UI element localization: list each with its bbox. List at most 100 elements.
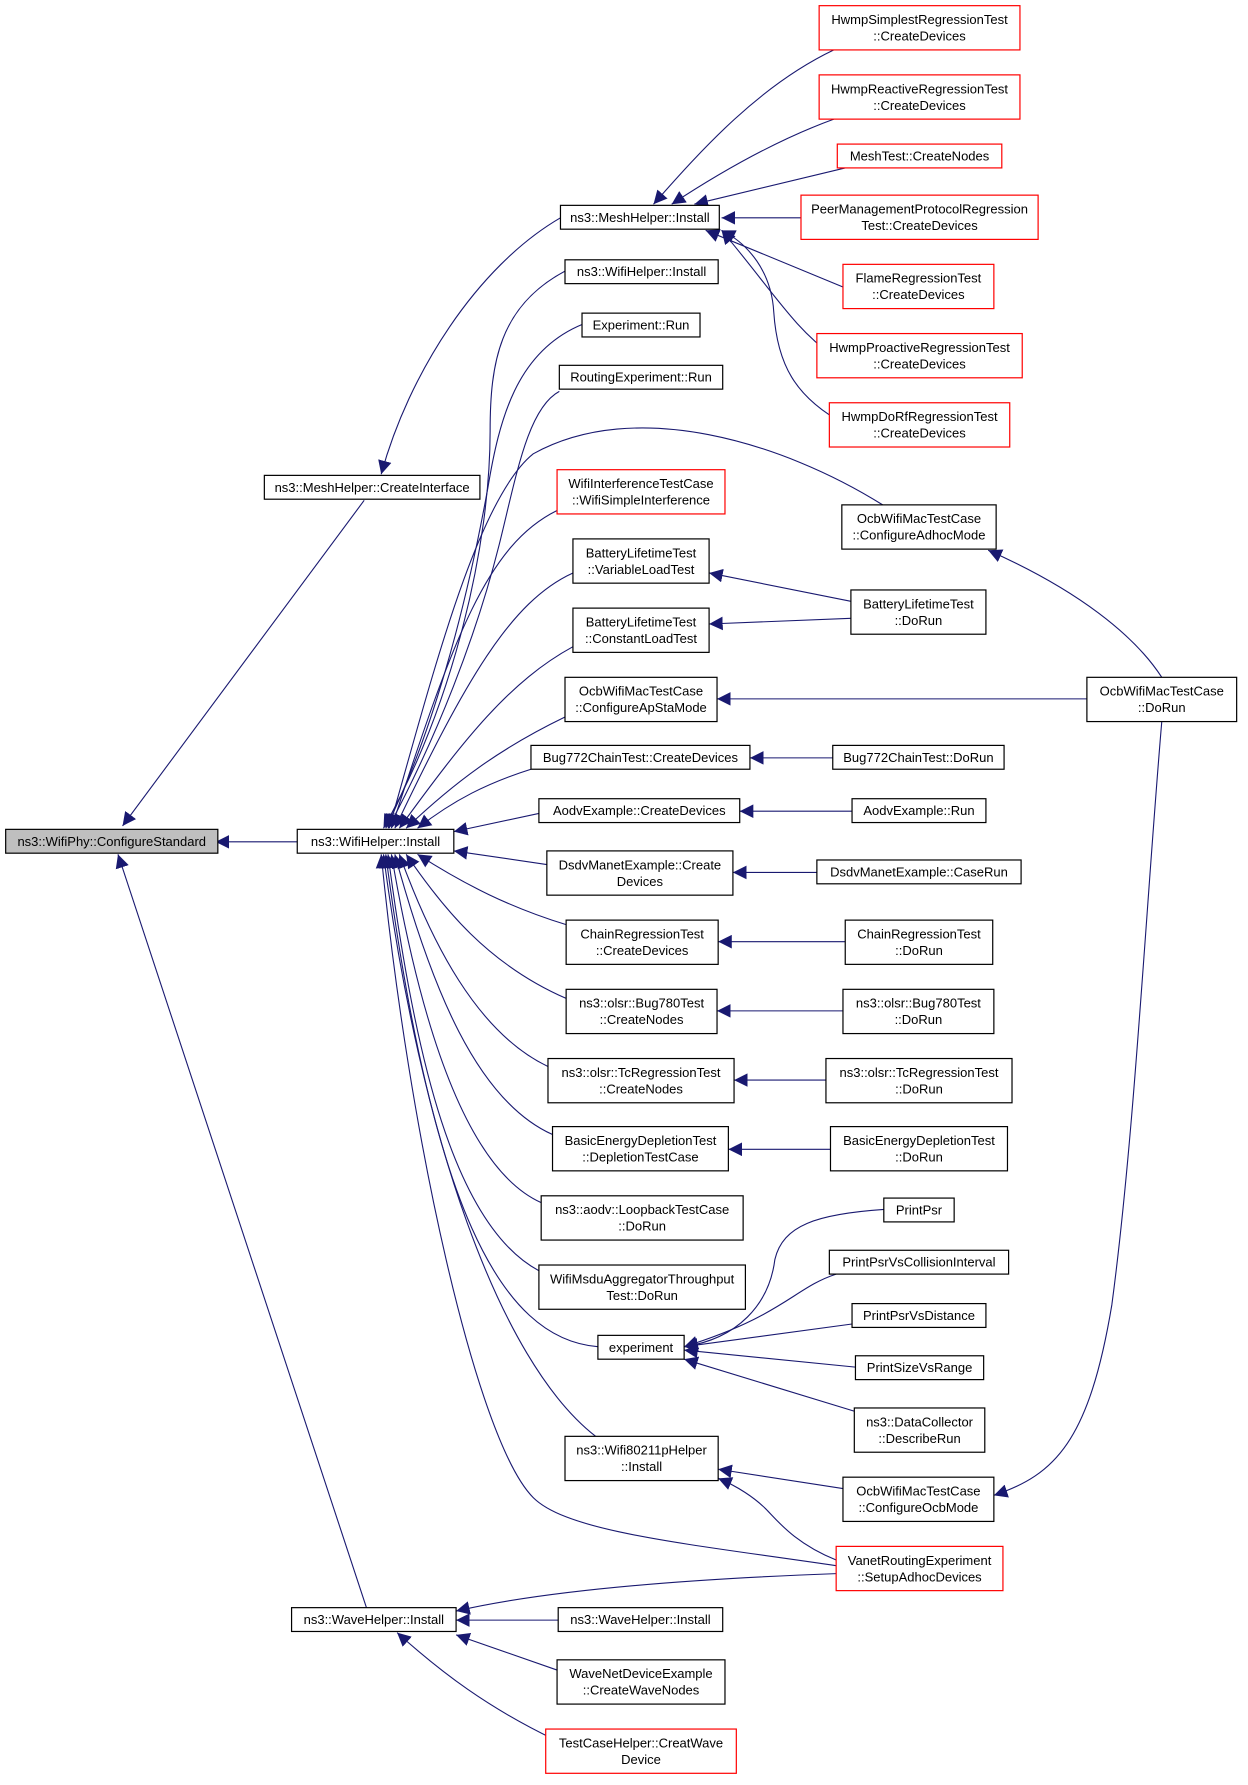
node-label-line: ns3::olsr::TcRegressionTest	[840, 1065, 999, 1080]
node-print-psr-coll[interactable]: PrintPsrVsCollisionInterval	[828, 1249, 1010, 1275]
node-hwmp-simplest[interactable]: HwmpSimplestRegressionTest::CreateDevice…	[818, 5, 1021, 51]
edge-vanet_setup-to-wifi_install	[375, 854, 836, 1565]
node-wave-install[interactable]: ns3::WaveHelper::Install	[290, 1607, 457, 1633]
node-hwmp-dorf[interactable]: HwmpDoRfRegressionTest::CreateDevices	[828, 402, 1011, 448]
node-basic-energy-dorun[interactable]: BasicEnergyDepletionTest::DoRun	[829, 1126, 1009, 1172]
edge-routing_exp_run-to-wifi_install	[388, 391, 559, 828]
node-label-line: DsdvManetExample::Create	[559, 857, 722, 872]
node-box	[853, 1407, 986, 1453]
edge-aodv_create-to-wifi_install	[454, 813, 539, 836]
edge-ocb_dorun-to-ocb_ocbmode	[994, 722, 1162, 1498]
node-flame[interactable]: FlameRegressionTest::CreateDevices	[842, 263, 995, 310]
edge-line	[388, 391, 559, 828]
node-hwmp-reactive[interactable]: HwmpReactiveRegressionTest::CreateDevice…	[818, 74, 1021, 120]
node-meshtest-nodes[interactable]: MeshTest::CreateNodes	[836, 143, 1003, 169]
edge-line	[709, 568, 851, 601]
node-label-line: ::CreateDevices	[873, 426, 966, 441]
node-experiment[interactable]: experiment	[597, 1334, 685, 1360]
node-ocb-adhoc[interactable]: OcbWifiMacTestCase::ConfigureAdhocMode	[841, 504, 997, 550]
node-box	[597, 1334, 685, 1360]
node-box	[530, 744, 751, 770]
node-label-line: FlameRegressionTest	[856, 271, 982, 286]
node-battery-dorun[interactable]: BatteryLifetimeTest::DoRun	[850, 589, 987, 635]
node-battery-var[interactable]: BatteryLifetimeTest::VariableLoadTest	[572, 538, 710, 584]
node-label-line: ::DoRun	[895, 1149, 943, 1164]
edge-data_collector-to-experiment	[684, 1356, 862, 1413]
node-data-collector[interactable]: ns3::DataCollector::DescribeRun	[853, 1407, 986, 1453]
edge-line	[456, 1632, 557, 1670]
edge-bug772_create-to-wifi_install	[418, 769, 531, 828]
node-label-line: HwmpDoRfRegressionTest	[842, 409, 998, 424]
node-basic-energy-case[interactable]: BasicEnergyDepletionTest::DepletionTestC…	[551, 1126, 729, 1172]
node-olsr-tc-dorun[interactable]: ns3::olsr::TcRegressionTest::DoRun	[825, 1057, 1013, 1104]
node-box	[564, 1435, 719, 1482]
node-box	[854, 1355, 985, 1381]
node-wave-install2[interactable]: ns3::WaveHelper::Install	[557, 1607, 724, 1633]
node-bug772-dorun[interactable]: Bug772ChainTest::DoRun	[832, 744, 1005, 770]
node-battery-const[interactable]: BatteryLifetimeTest::ConstantLoadTest	[572, 607, 710, 653]
node-wifi-interf[interactable]: WifiInterferenceTestCase::WifiSimpleInte…	[556, 469, 726, 515]
node-experiment-run[interactable]: Experiment::Run	[581, 312, 701, 338]
node-ocb-dorun[interactable]: OcbWifiMacTestCase::DoRun	[1086, 676, 1238, 723]
edge-line	[397, 854, 548, 1066]
node-mesh-install[interactable]: ns3::MeshHelper::Install	[559, 204, 720, 230]
node-print-size-range[interactable]: PrintSizeVsRange	[854, 1355, 985, 1381]
edge-line	[383, 854, 539, 1270]
node-hwmp-proactive[interactable]: HwmpProactiveRegressionTest::CreateDevic…	[816, 332, 1023, 379]
edge-line	[718, 1477, 836, 1560]
node-box	[538, 1264, 746, 1310]
node-label-line: HwmpProactiveRegressionTest	[829, 340, 1010, 355]
edge-line	[386, 324, 582, 828]
node-box	[1086, 676, 1238, 723]
node-chain-create[interactable]: ChainRegressionTest::CreateDevices	[565, 919, 719, 965]
node-print-psr[interactable]: PrintPsr	[883, 1197, 955, 1223]
node-chain-dorun[interactable]: ChainRegressionTest::DoRun	[844, 919, 994, 965]
node-box	[800, 194, 1039, 240]
node-label-line: ::VariableLoadTest	[588, 562, 695, 577]
node-wifi-install[interactable]: ns3::WifiHelper::Install	[296, 828, 455, 854]
node-label-line: ns3::WifiPhy::ConfigureStandard	[17, 834, 206, 849]
node-ocb-apsta[interactable]: OcbWifiMacTestCase::ConfigureApStaMode	[564, 676, 718, 723]
node-aodv-loopback[interactable]: ns3::aodv::LoopbackTestCase::DoRun	[540, 1195, 744, 1241]
node-peer-mgmt[interactable]: PeerManagementProtocolRegressionTest::Cr…	[800, 194, 1039, 240]
node-aodv-create[interactable]: AodvExample::CreateDevices	[538, 798, 741, 824]
node-label-line: ::DoRun	[618, 1219, 666, 1234]
node-wavenet-example[interactable]: WaveNetDeviceExample::CreateWaveNodes	[556, 1659, 726, 1705]
node-box	[564, 259, 719, 285]
node-ocb-ocbmode[interactable]: OcbWifiMacTestCase::ConfigureOcbMode	[842, 1476, 995, 1523]
node-label-line: Test::CreateDevices	[861, 218, 978, 233]
node-print-psr-dist[interactable]: PrintPsrVsDistance	[851, 1302, 987, 1329]
node-root[interactable]: ns3::WifiPhy::ConfigureStandard	[5, 828, 219, 854]
edge-line	[383, 271, 565, 828]
node-dsdv-create[interactable]: DsdvManetExample::CreateDevices	[546, 850, 734, 896]
node-olsr-bug780-create[interactable]: ns3::olsr::Bug780Test::CreateNodes	[565, 988, 718, 1035]
edge-line	[718, 1464, 843, 1488]
node-wifi-helper-install2[interactable]: ns3::WifiHelper::Install	[564, 259, 719, 285]
node-vanet-setup[interactable]: VanetRoutingExperiment::SetupAdhocDevice…	[835, 1545, 1004, 1592]
node-routing-exp-run[interactable]: RoutingExperiment::Run	[558, 364, 724, 390]
node-label-line: BatteryLifetimeTest	[863, 596, 974, 611]
node-olsr-tc-create[interactable]: ns3::olsr::TcRegressionTest::CreateNodes	[547, 1057, 735, 1104]
node-box	[842, 1476, 995, 1523]
edge-line	[988, 549, 1162, 677]
edge-ocb_ocbmode-to-wifi80211p_install	[718, 1464, 843, 1488]
node-label-line: ::SetupAdhocDevices	[857, 1569, 982, 1584]
node-label-line: HwmpSimplestRegressionTest	[831, 12, 1008, 27]
node-box	[832, 744, 1005, 770]
edge-meshtest_nodes-to-mesh_install	[694, 168, 845, 208]
node-label-line: BasicEnergyDepletionTest	[843, 1133, 995, 1148]
node-aodv-run[interactable]: AodvExample::Run	[851, 798, 987, 824]
node-bug772-create[interactable]: Bug772ChainTest::CreateDevices	[530, 744, 751, 770]
node-wifi80211p-install[interactable]: ns3::Wifi80211pHelper::Install	[564, 1435, 719, 1482]
node-label-line: MeshTest::CreateNodes	[850, 149, 990, 164]
node-box	[538, 798, 741, 824]
node-olsr-bug780-dorun[interactable]: ns3::olsr::Bug780Test::DoRun	[842, 988, 995, 1035]
node-label-line: ::CreateDevices	[872, 287, 965, 302]
node-label-line: ::DescribeRun	[878, 1431, 960, 1446]
node-dsdv-caserun[interactable]: DsdvManetExample::CaseRun	[816, 859, 1022, 885]
node-mesh-create-iface[interactable]: ns3::MeshHelper::CreateInterface	[263, 474, 481, 500]
node-label-line: WaveNetDeviceExample	[569, 1666, 712, 1681]
edge-line	[406, 717, 565, 828]
